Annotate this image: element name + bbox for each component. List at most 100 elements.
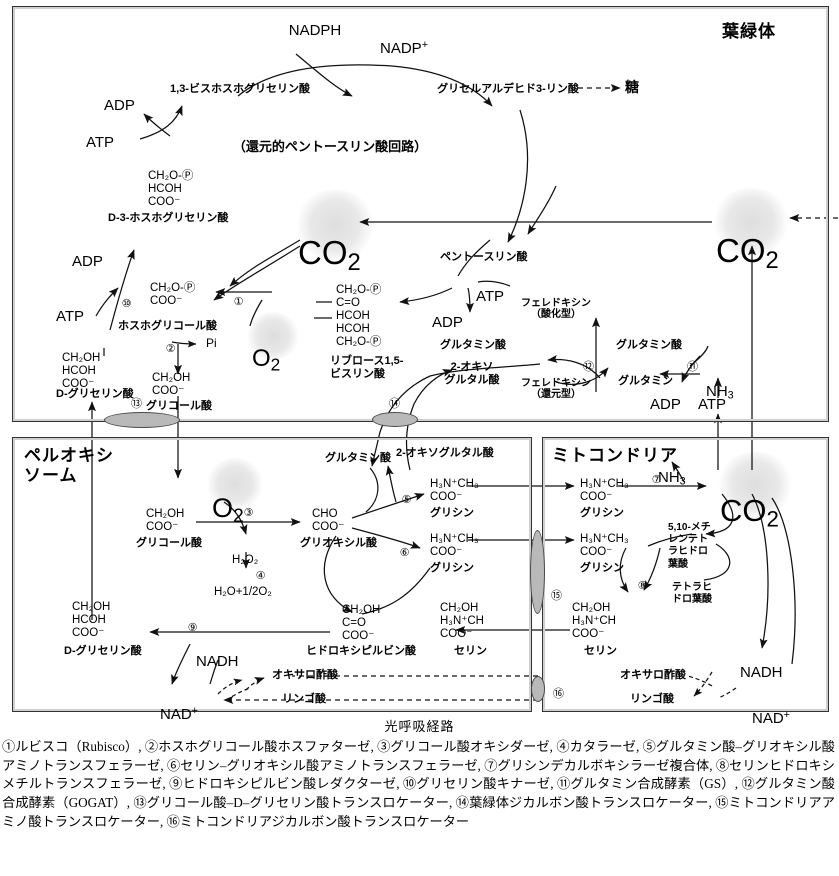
enzyme-number-2: ② [165, 342, 176, 355]
hydroxypyruvate-name: ヒドロキシピルビン酸 [306, 645, 416, 657]
enzyme-number-9: ⑨ [187, 621, 198, 634]
sugar-label: 糖 [625, 79, 639, 95]
serine-mito-formula: CH₂OH H₃N⁺CH COO⁻ [572, 602, 616, 641]
nad-plus-perox-label: NAD+ [160, 688, 198, 723]
thf-label: テトラヒ ドロ葉酸 [672, 582, 712, 606]
nh3-chloro-sub: 3 [727, 389, 734, 402]
enzyme-number-1: ① [233, 295, 244, 308]
glutamate-perox-label: グルタミン酸 [325, 452, 391, 464]
nh3-mito-sub: 3 [679, 475, 686, 488]
o2-peroxisome-label: O2 [212, 462, 244, 527]
glycerate-perox-name: D-グリセリン酸 [64, 645, 142, 657]
pi-label: Pi [206, 336, 217, 350]
pga-formula: CH₂O-Ⓟ HCOH COO⁻ [148, 170, 194, 209]
co2-glow-right [712, 188, 790, 256]
co2-center-label: CO2 [298, 196, 361, 276]
peroxisome-label: ペルオキシ ソーム [24, 446, 114, 485]
oxoglutarate-chloro-label: 2-オキソ グルタル酸 [444, 361, 500, 386]
o2-glow-peroxisome [206, 458, 264, 510]
h2o2-label: H₂O₂ [232, 554, 259, 566]
co2-glow-mitochondrion [716, 452, 794, 518]
methylene-thf-label: 5,10-メチ レンテト ラヒドロ 葉酸 [668, 522, 711, 570]
bpg-label: 1,3-ビスホスホグリセリン酸 [170, 83, 310, 95]
nh3-chloro-text: NH [706, 383, 728, 401]
adp-top-label: ADP [104, 97, 135, 114]
figure-legend: ①ルビスコ（Rubisco）, ②ホスホグリコール酸ホスファターゼ, ③グリコー… [2, 739, 835, 829]
mitochondrion-label: ミトコンドリア [552, 446, 678, 465]
enzyme-number-6: ⑥ [399, 546, 410, 559]
enzyme-number-4: ④ [255, 569, 266, 582]
o2-chloroplast-label: O2 [252, 318, 280, 375]
oxaloacetate-mito-label: オキサロ酢酸 [620, 669, 686, 681]
nadp-text: NADP [380, 39, 422, 57]
serine-perox-name: セリン [454, 645, 487, 657]
nad-perox-charge: + [191, 705, 198, 718]
glycolate-perox-name: グリコール酸 [136, 537, 202, 549]
h2o-half-o2-label: H₂O+1/2O₂ [214, 586, 272, 598]
atp-left-label: ATP [56, 308, 85, 325]
co2-glow-center [294, 190, 376, 260]
translocator-13-ellipse [104, 412, 180, 428]
enzyme-number-11: ⑪ [687, 360, 698, 373]
co2-mito-label: CO2 [720, 458, 779, 532]
nh3-mito-label: NH3 [658, 452, 686, 488]
co2-right-label: CO2 [716, 194, 779, 274]
nadp-charge: + [421, 39, 428, 52]
adp-gs-label: ADP [650, 396, 681, 413]
nh3-mito-text: NH [658, 469, 680, 487]
atp-gs-label: ATP [698, 396, 727, 413]
co2-center-sub: 2 [347, 248, 361, 276]
enzyme-number-7: ⑦ [651, 473, 662, 486]
hydroxypyruvate-formula: CH₂OH C=O COO⁻ [342, 604, 381, 643]
pga-name: D-3-ホスホグリセリン酸 [108, 212, 229, 224]
serine-perox-formula: CH₂OH H₃N⁺CH COO⁻ [440, 602, 484, 641]
adp-left-label: ADP [72, 253, 103, 270]
glutamine-gogat-label: グルタミン [618, 375, 673, 387]
oxaloacetate-perox-label: オキサロ酢酸 [272, 669, 338, 681]
phosphoglycolate-formula: CH₂O-Ⓟ COO⁻ [150, 282, 196, 308]
nad-perox-text: NAD [160, 705, 192, 723]
gap-label: グリセルアルデヒド3-リン酸 [437, 83, 579, 95]
glycine2-mito-name: グリシン [580, 562, 624, 574]
nad-mito-charge: + [783, 709, 790, 722]
enzyme-number-12: ⑫ [583, 360, 594, 373]
nh3-chloro-label: NH3 [706, 366, 734, 402]
nad-mito-text: NAD [752, 709, 784, 727]
enzyme-number-10: ⑩ [121, 297, 132, 310]
translocator-14-ellipse [372, 412, 418, 427]
enzyme-number-5: ⑤ [401, 493, 412, 506]
glycine1-mito-name: グリシン [580, 507, 624, 519]
atp-top-label: ATP [86, 134, 115, 151]
o2-perox-text: O [212, 492, 234, 523]
glycine1-perox-name: グリシン [430, 507, 474, 519]
oxoglutarate-perox-label: 2-オキソグルタル酸 [396, 447, 494, 459]
glyoxylate-name: グリオキシル酸 [300, 537, 377, 549]
malate-mito-label: リンゴ酸 [630, 693, 674, 705]
rubp-formula: CH₂O-Ⓟ C=O HCOH HCOH CH₂O-Ⓟ [336, 284, 382, 349]
figure-title: 光呼吸経路 [384, 719, 455, 734]
malate-perox-label: リンゴ酸 [282, 693, 326, 705]
enzyme-number-16: ⑯ [553, 687, 564, 700]
nadp-plus-label: NADP+ [380, 22, 428, 57]
pentose-phosphate-label: ペントースリン酸 [440, 251, 528, 263]
phosphoglycolate-name: ホスホグリコール酸 [118, 320, 217, 332]
nad-plus-mito-label: NAD+ [752, 692, 790, 727]
glycine2-perox-formula: H₃N⁺CH₃ COO⁻ [430, 533, 479, 559]
glycolate-chloro-name: グリコール酸 [146, 400, 212, 412]
o2-chloro-sub: 2 [270, 354, 281, 375]
glutamate-gogat-label: グルタミン酸 [440, 339, 506, 351]
glycine1-perox-formula: H₃N⁺CH₃ COO⁻ [430, 478, 479, 504]
o2-perox-sub: 2 [233, 504, 244, 527]
o2-chloro-text: O [252, 345, 271, 373]
glycine2-mito-formula: H₃N⁺CH₃ COO⁻ [580, 533, 629, 559]
ferredoxin-red-label: フェレドキシン （還元型） [521, 378, 591, 401]
co2-mito-text: CO [720, 493, 767, 529]
chloroplast-label: 葉緑体 [722, 22, 776, 41]
ferredoxin-ox-label: フェレドキシン （酸化型） [521, 298, 591, 321]
translocator-15-ellipse [530, 530, 545, 614]
glycine1-mito-formula: H₃N⁺CH₃ COO⁻ [580, 478, 629, 504]
enzyme-number-8: ⑧ [637, 579, 648, 592]
nadh-perox-label: NADH [196, 653, 239, 670]
co2-mito-sub: 2 [766, 506, 779, 532]
